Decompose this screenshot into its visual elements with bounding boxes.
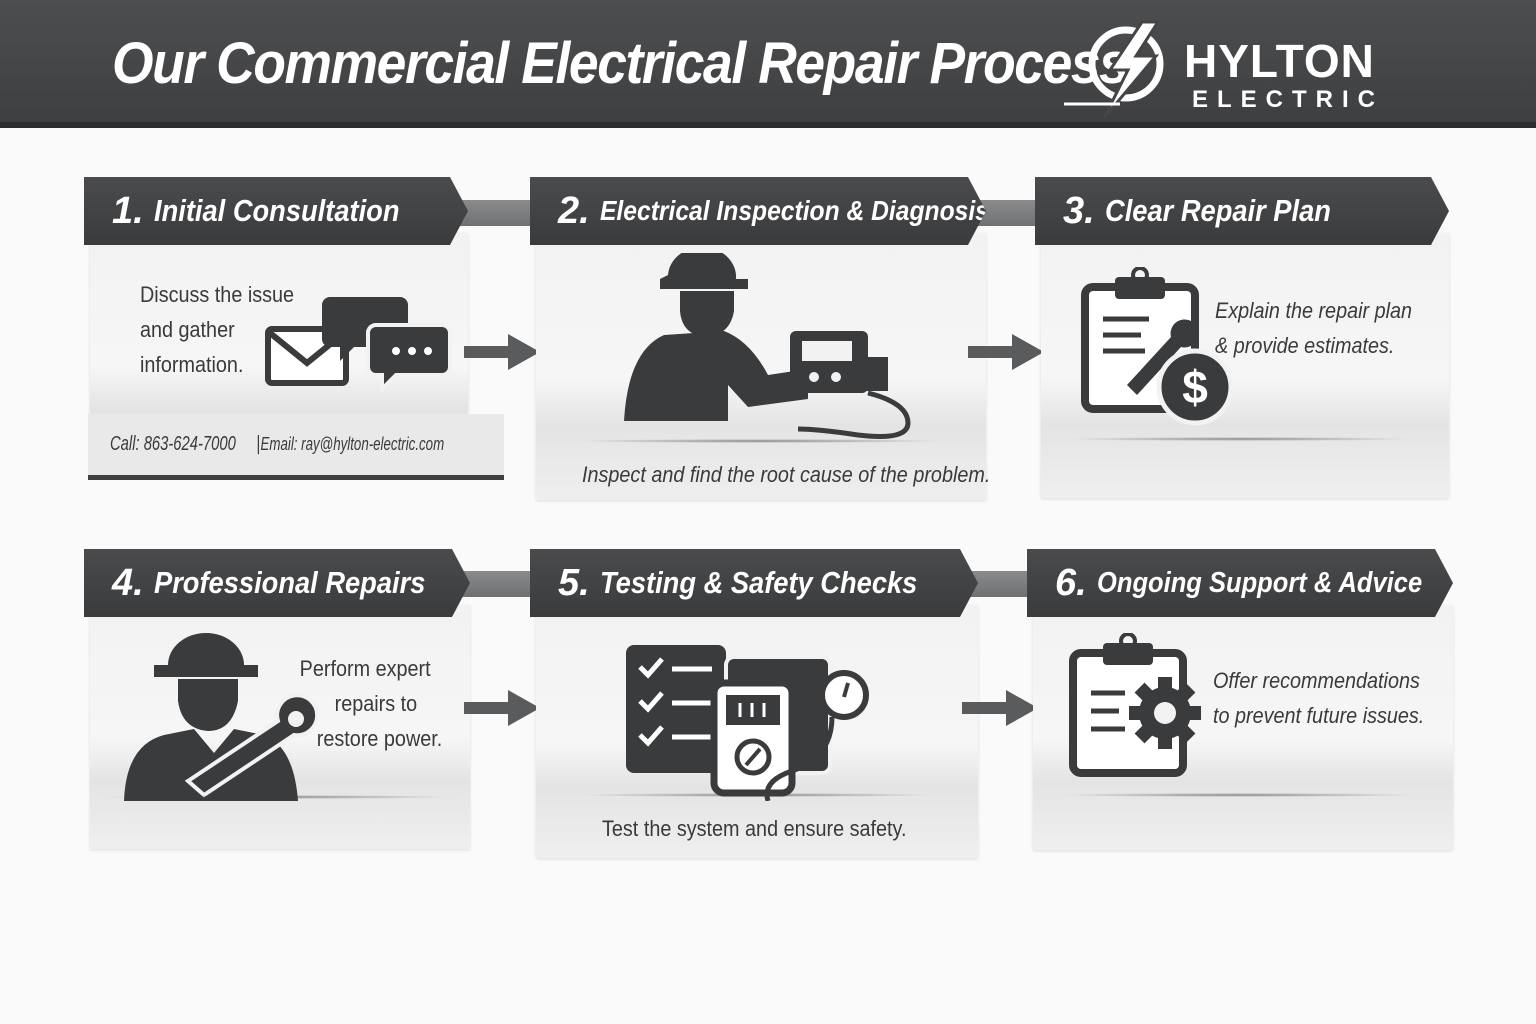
ground-shadow: [578, 793, 938, 797]
contact-email[interactable]: Email: ray@hylton-electric.com: [260, 434, 445, 454]
step-card-3: 3. Clear Repair Plan $ Explain the repai…: [1035, 177, 1449, 498]
step-number: 3.: [1063, 189, 1095, 232]
contact-phone[interactable]: Call: 863-624-7000: [110, 433, 236, 455]
ground-shadow: [104, 795, 454, 799]
step-title: Electrical Inspection & Diagnosis: [599, 195, 989, 226]
checklist-multimeter-icon: [626, 645, 869, 801]
step-title: Testing & Safety Checks: [599, 565, 918, 600]
technician-meter-icon: [624, 253, 911, 439]
ground-shadow: [1057, 793, 1417, 797]
svg-text:$: $: [1182, 361, 1208, 413]
step-title: Professional Repairs: [153, 565, 426, 600]
step-description: Perform expert repairs to restore power.: [299, 656, 443, 751]
ground-shadow: [574, 439, 946, 443]
step-card-5: 5. Testing & Safety Checks Test the syst…: [530, 549, 978, 858]
connector-bar: [460, 200, 540, 226]
worker-wrench-icon: [124, 633, 318, 801]
step-number: 5.: [558, 561, 590, 604]
step-card-2: 2. Electrical Inspection & Diagnosis Ins…: [530, 177, 990, 500]
arrow-right-icon: [962, 690, 1038, 726]
contact-info: Call: 863-624-7000 | Email: ray@hylton-e…: [88, 414, 504, 480]
step-description: Inspect and find the root cause of the p…: [582, 462, 991, 487]
page-title: Our Commercial Electrical Repair Process: [112, 31, 1129, 96]
step-banner-4: 4. Professional Repairs: [84, 549, 470, 617]
envelope-chat-icon: [265, 297, 452, 393]
logo-name: HYLTON: [1184, 35, 1375, 87]
arrow-right-icon: [968, 334, 1044, 370]
clipboard-gear-icon: [1069, 633, 1201, 777]
arrow-right-icon: [464, 334, 540, 370]
lightning-bolt-icon: [1064, 20, 1164, 118]
header-bar: Our Commercial Electrical Repair Process…: [0, 0, 1536, 128]
step-card-6: 6. Ongoing Support & Advice Offer recomm…: [1027, 549, 1453, 850]
step-banner-2: 2. Electrical Inspection & Diagnosis: [530, 177, 986, 245]
step-title: Initial Consultation: [153, 193, 400, 228]
step-number: 4.: [112, 561, 144, 604]
step-banner-1: 1. Initial Consultation: [84, 177, 468, 245]
step-description: Discuss the issue and gather information…: [140, 282, 295, 377]
step-number: 6.: [1055, 561, 1087, 604]
connector-bar: [970, 571, 1035, 597]
company-logo: HYLTON ELECTRIC: [1064, 18, 1404, 118]
arrow-right-icon: [464, 690, 540, 726]
logo-subtitle: ELECTRIC: [1192, 86, 1384, 113]
step-title: Clear Repair Plan: [1104, 193, 1331, 228]
step-card-4: 4. Professional Repairs Perform expert r…: [84, 549, 470, 849]
clipboard-dollar-icon: $: [1081, 267, 1234, 426]
connector-bar: [460, 571, 540, 597]
step-description: Explain the repair plan & provide estima…: [1215, 298, 1413, 358]
connector-bar: [975, 200, 1045, 226]
step-description: Offer recommendations to prevent future …: [1213, 668, 1425, 728]
step-description: Test the system and ensure safety.: [602, 816, 907, 841]
ground-shadow: [1065, 437, 1415, 441]
step-number: 1.: [112, 189, 144, 232]
step-banner-6: 6. Ongoing Support & Advice: [1027, 549, 1453, 617]
step-number: 2.: [558, 189, 590, 232]
contact-separator: |: [256, 433, 261, 455]
step-banner-3: 3. Clear Repair Plan: [1035, 177, 1449, 245]
step-banner-5: 5. Testing & Safety Checks: [530, 549, 978, 617]
step-title: Ongoing Support & Advice: [1096, 566, 1422, 599]
